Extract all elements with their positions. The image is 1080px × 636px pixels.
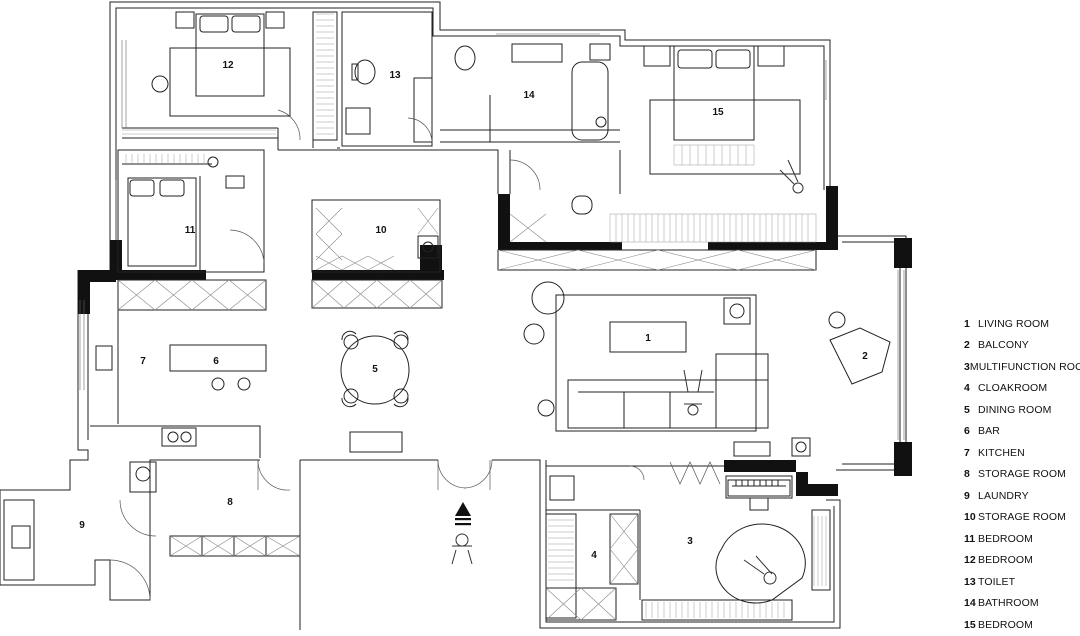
legend-label: TOILET (978, 575, 1016, 588)
legend-number: 10 (964, 511, 976, 524)
legend-item: 6 BAR (964, 421, 1080, 443)
entry-arrow-icon (455, 502, 471, 526)
room-label-11: 11 (185, 225, 196, 236)
partitions (3, 11, 831, 621)
legend-label: BEDROOM (978, 532, 1033, 545)
fixtures (11, 43, 811, 549)
legend-label: LIVING ROOM (978, 317, 1050, 330)
legend-number: 11 (964, 532, 976, 545)
room-label-3: 3 (687, 536, 693, 547)
outer-walls (0, 1, 907, 630)
legend-label: CLOAKROOM (978, 382, 1048, 395)
legend-label: LAUNDRY (978, 489, 1029, 502)
wardrobe-lines (122, 13, 827, 618)
legend-label: BEDROOM (978, 554, 1033, 567)
legend-number: 8 (964, 468, 970, 481)
legend-label: BAR (978, 425, 1000, 438)
room-label-5: 5 (372, 364, 378, 375)
room-label-1: 1 (645, 333, 651, 344)
legend-item: 5 DINING ROOM (964, 399, 1080, 421)
cabinets (117, 207, 817, 621)
room-label-13: 13 (389, 70, 401, 81)
room-labels: 1 2 3 4 5 6 7 8 9 10 11 12 13 14 15 (79, 60, 868, 561)
legend-number: 7 (964, 446, 970, 459)
legend-number: 12 (964, 554, 976, 567)
sofa-icon (523, 281, 891, 428)
room-label-10: 10 (375, 225, 387, 236)
legend-item: 8 STORAGE ROOM (964, 464, 1080, 486)
doors (109, 109, 721, 601)
legend-item: 4 CLOAKROOM (964, 378, 1080, 400)
legend-item: 7 KITCHEN (964, 442, 1080, 464)
legend-number: 4 (964, 382, 970, 395)
legend-label: KITCHEN (978, 446, 1025, 459)
legend-number: 3 (964, 360, 970, 373)
person-icon (451, 159, 804, 585)
legend-label: BALCONY (978, 339, 1029, 352)
room-label-6: 6 (213, 356, 219, 367)
legend-label: MULTIFUNCTION ROOM (969, 360, 1080, 373)
legend-label: STORAGE ROOM (978, 468, 1066, 481)
legend-number: 1 (964, 317, 970, 330)
legend-number: 2 (964, 339, 970, 352)
legend-number: 14 (964, 597, 976, 610)
room-label-2: 2 (862, 351, 868, 362)
legend-item: 9 LAUNDRY (964, 485, 1080, 507)
room-label-4: 4 (591, 550, 597, 561)
legend-label: BEDROOM (978, 618, 1033, 631)
bed-icon (127, 11, 801, 267)
room-label-15: 15 (712, 107, 724, 118)
dining-table-icon (211, 330, 410, 408)
legend-number: 15 (964, 618, 976, 631)
room-label-9: 9 (79, 520, 85, 531)
room-label-14: 14 (523, 90, 535, 101)
legend-number: 6 (964, 425, 970, 438)
windows (79, 33, 905, 440)
legend-label: STORAGE ROOM (978, 511, 1066, 524)
structural-walls (78, 186, 912, 496)
legend-number: 13 (964, 575, 976, 588)
legend-label: DINING ROOM (978, 403, 1052, 416)
legend-item: 2 BALCONY (964, 335, 1080, 357)
legend-number: 9 (964, 489, 970, 502)
room-label-8: 8 (227, 497, 233, 508)
legend-label: BATHROOM (978, 597, 1039, 610)
legend-number: 5 (964, 403, 970, 416)
room-label-7: 7 (140, 356, 146, 367)
piano-icon (715, 479, 806, 604)
legend-item: 1 LIVING ROOM (964, 313, 1080, 335)
room-label-12: 12 (222, 60, 234, 71)
